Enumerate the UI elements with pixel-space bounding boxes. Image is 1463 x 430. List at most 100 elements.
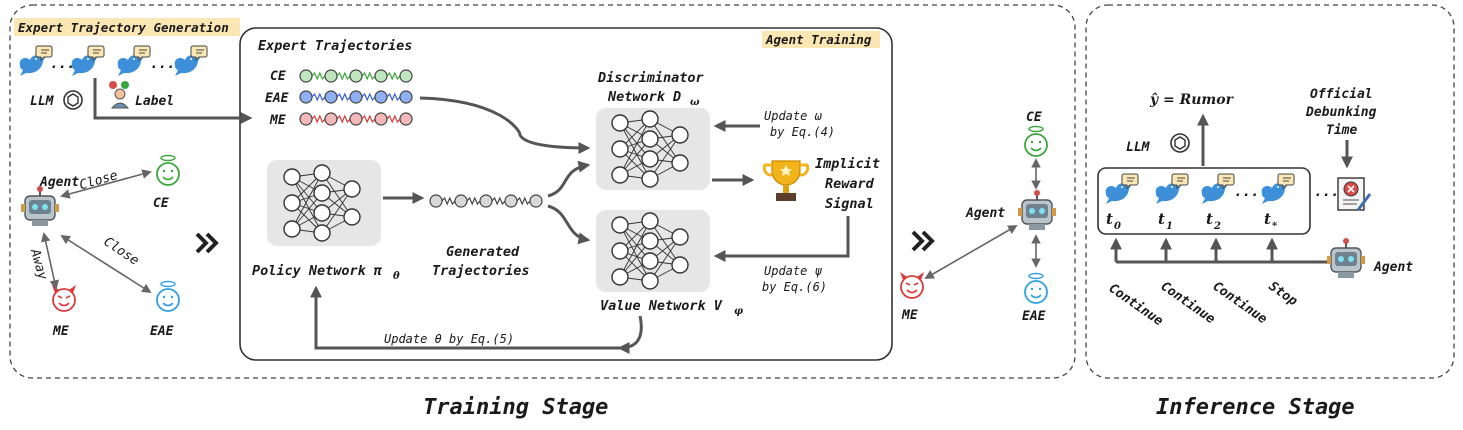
policy-network-label: Policy Network π [252, 263, 383, 279]
time-label: Time [1326, 123, 1357, 138]
eae-row-label: EAE [265, 91, 289, 106]
dots: ... [150, 56, 175, 72]
expert-trajectories-title: Expert Trajectories [258, 38, 412, 54]
dots: ... [1314, 184, 1339, 200]
bird-icon [117, 45, 151, 76]
generated-trajectory-node [429, 194, 443, 208]
eae-trajectory-node [349, 90, 363, 104]
bird-icon [174, 45, 208, 76]
close-ce-arrow [60, 169, 152, 199]
reward-to-value-arrow [713, 216, 850, 262]
me-agent-arrow [924, 225, 1018, 279]
me-label-left: ME [52, 324, 69, 339]
chevron-right-icon [911, 230, 935, 252]
ce-row-label: CE [270, 69, 286, 84]
debunking-label: Debunking [1305, 105, 1377, 120]
t2-label: t [1206, 210, 1213, 228]
eae-label-right: EAE [1022, 309, 1046, 324]
eae-trajectory-link [386, 92, 401, 102]
me-devil-icon [899, 271, 925, 299]
t1-label: t [1158, 210, 1165, 228]
robot-icon [20, 185, 60, 227]
ce-label-left: CE [153, 196, 169, 211]
ce-trajectory-node [374, 69, 388, 83]
bird-icon [1155, 173, 1189, 204]
me-trajectory-node [324, 112, 338, 126]
value-down-arrow [617, 315, 643, 354]
eae-trajectory-node [374, 90, 388, 104]
me-trajectory-node [399, 112, 413, 126]
eae-trajectory-link [311, 92, 326, 102]
generated-trajectory-link [491, 196, 506, 206]
away-arrow [40, 232, 60, 290]
tstar-sub: * [1272, 221, 1278, 232]
gen-to-disc-arrow [547, 160, 591, 198]
label-to-expert-arrow [93, 78, 253, 124]
me-trajectory-link [336, 114, 351, 124]
dots: ... [50, 56, 75, 72]
update-omega-label: Update ω [764, 109, 823, 123]
stop-label: Stop [1266, 279, 1300, 309]
policy-network-sub: θ [393, 271, 400, 282]
dots: ... [1234, 184, 1259, 200]
continue-label-1: Continue [1158, 279, 1218, 327]
agent-label-inference: Agent [1373, 260, 1413, 275]
generated-label: Generated [446, 244, 520, 260]
gen-to-value-arrow [547, 204, 591, 245]
timeline-box [1097, 167, 1311, 235]
agent-training-tag: Agent Training [765, 32, 872, 47]
generated-trajectory-node [479, 194, 493, 208]
generated-trajectory-node [529, 194, 543, 208]
update-psi-label: Update ψ [764, 264, 823, 278]
t1-sub: 1 [1166, 221, 1173, 232]
bird-icon [1105, 173, 1139, 204]
inference-stage-frame [1085, 4, 1455, 379]
training-stage-frame [9, 4, 1076, 379]
debunk-document-icon [1337, 177, 1372, 211]
tstar-label: t [1264, 210, 1271, 228]
t0-sub: 0 [1114, 221, 1121, 232]
agent-label-right: Agent [965, 206, 1005, 221]
y-rumor-label: ŷ = Rumor [1149, 91, 1235, 108]
agent-training-frame [239, 27, 893, 361]
bird-icon [1261, 173, 1295, 204]
bird-icon [1201, 173, 1235, 204]
t2-sub: 2 [1213, 221, 1221, 232]
by-eq6-label: by Eq.(6) [762, 280, 827, 294]
me-trajectory-link [311, 114, 326, 124]
implicit-label: Implicit [815, 156, 880, 172]
ce-trajectory-link [336, 71, 351, 81]
ce-trajectory-node [399, 69, 413, 83]
eae-smile-icon [156, 280, 180, 312]
me-trajectory-node [374, 112, 388, 126]
update-theta-label: Update θ by Eq.(5) [384, 332, 514, 346]
continue-label-2: Continue [1210, 279, 1270, 327]
eae-trajectory-link [361, 92, 376, 102]
inference-stage-title: Inference Stage [1156, 395, 1355, 420]
t0-label: t [1106, 210, 1113, 228]
expert-traj-gen-tag: Expert Trajectory Generation [18, 20, 229, 35]
official-label: Official [1310, 87, 1373, 102]
by-eq4-label: by Eq.(4) [770, 125, 835, 139]
ce-trajectory-node [299, 69, 313, 83]
agent-label-left: Agent [39, 175, 79, 190]
me-row-label: ME [269, 113, 286, 128]
annotator-icon [109, 81, 130, 109]
trajectories-label: Trajectories [432, 263, 530, 279]
ce-trajectory-node [324, 69, 338, 83]
ce-smile-icon [156, 154, 180, 186]
continue-label-0: Continue [1106, 281, 1166, 329]
generated-trajectory-node [454, 194, 468, 208]
reward-label: Reward [825, 176, 875, 192]
me-trajectory-link [386, 114, 401, 124]
generated-trajectory-link [516, 196, 531, 206]
me-devil-icon [51, 284, 77, 312]
bird-icon [19, 45, 53, 76]
chevron-right-icon [195, 232, 219, 254]
eae-trajectory-node [299, 90, 313, 104]
disc-label-sub: ω [690, 97, 700, 108]
disc-label-1: Discriminator [597, 70, 705, 86]
ce-smile-icon [1024, 125, 1048, 157]
me-trajectory-link [361, 114, 376, 124]
